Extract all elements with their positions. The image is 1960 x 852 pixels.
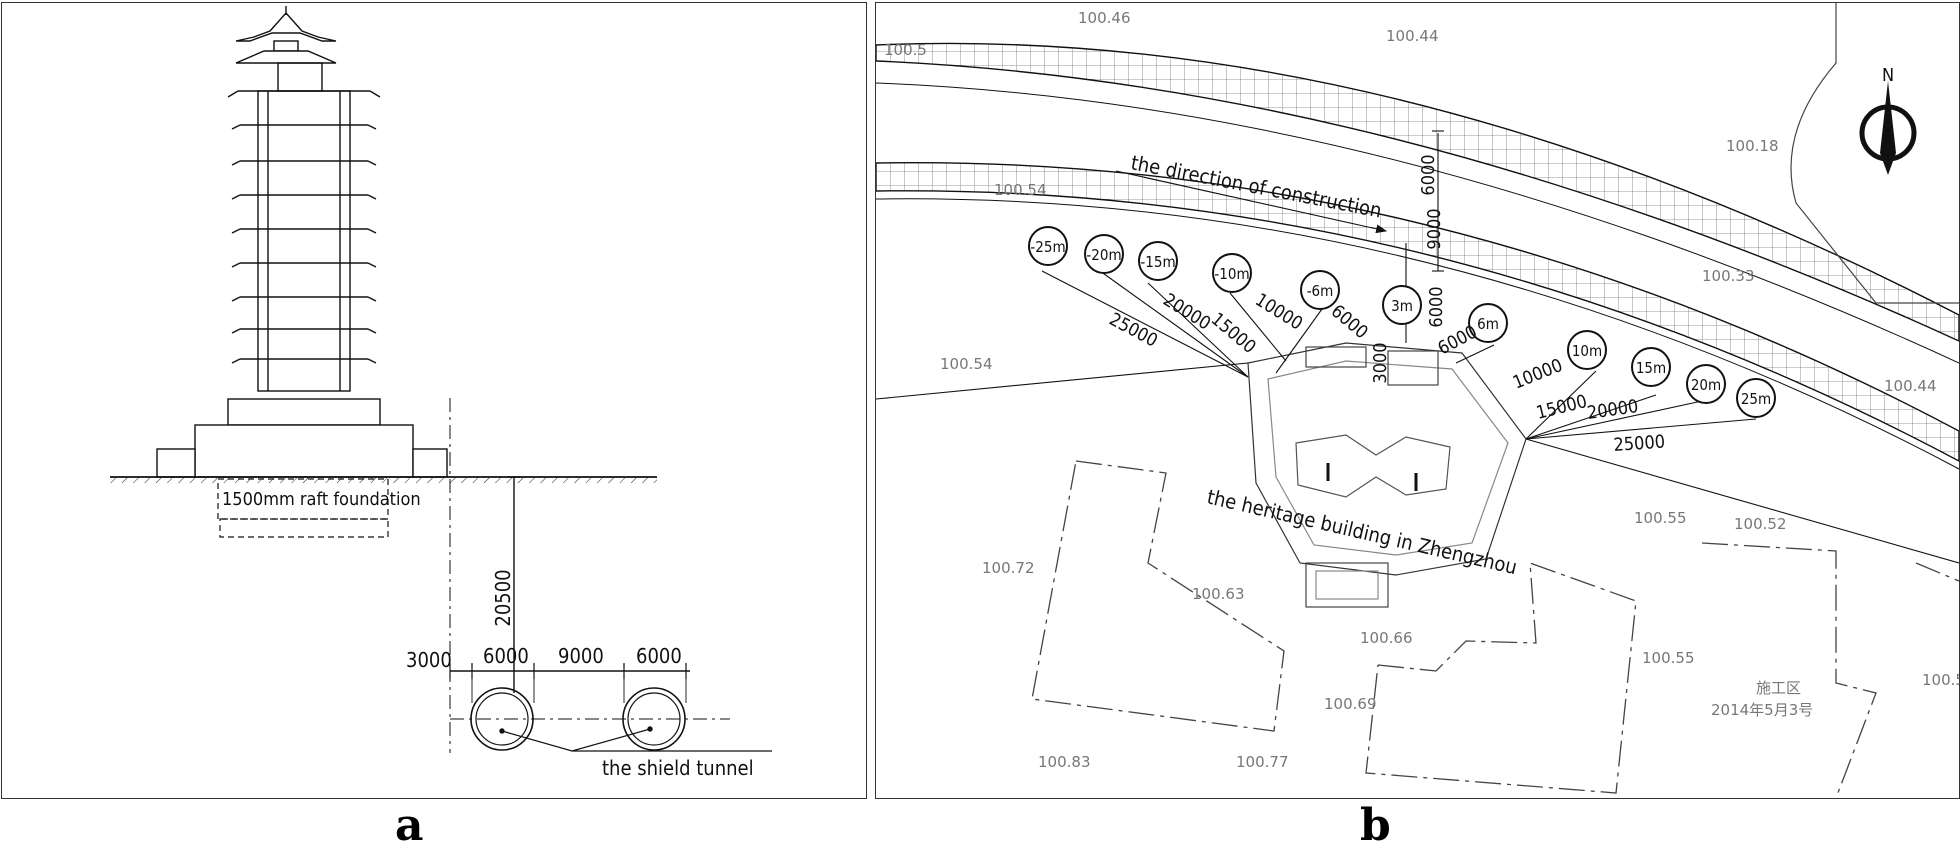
tunnel-gap-9000: 9000 xyxy=(1424,208,1445,249)
svg-text:100.83: 100.83 xyxy=(1038,753,1091,771)
panel-a-section-diagram: 1500mm raft foundation 20500 3000 6000 9… xyxy=(1,2,867,799)
left-distance-20000: 20000 xyxy=(1159,289,1214,334)
marker-minus-6m: -6m xyxy=(1300,270,1340,310)
spot-heights: 100.46 100.44 100.5 100.54 100.54 100.18… xyxy=(884,9,1959,771)
marker-25m: 25m xyxy=(1736,378,1776,418)
svg-text:100.69: 100.69 xyxy=(1324,695,1377,713)
svg-text:-25m: -25m xyxy=(1030,238,1065,256)
tunnel-gap-6000-top: 6000 xyxy=(1418,154,1439,195)
svg-text:-15m: -15m xyxy=(1140,253,1175,271)
north-label: N xyxy=(1882,65,1894,86)
dim-6000-right: 6000 xyxy=(636,644,682,668)
marker-6m: 6m xyxy=(1468,303,1508,343)
tunnel-gap-6000-low: 6000 xyxy=(1426,286,1447,327)
marker-15m: 15m xyxy=(1631,347,1671,387)
svg-text:-6m: -6m xyxy=(1307,282,1334,300)
heritage-building-label: the heritage building in Zhengzhou xyxy=(1205,484,1520,579)
panel-a-caption: a xyxy=(395,800,424,851)
panel-b-caption: b xyxy=(1360,800,1391,851)
section-drawing: 1500mm raft foundation 20500 3000 6000 9… xyxy=(110,6,772,780)
plan-drawing: -25m -20m -15m -10m -6m 3m 6m 10m 15m 20… xyxy=(876,3,1959,798)
pagoda-eaves xyxy=(227,90,381,364)
marker-minus-10m: -10m xyxy=(1212,253,1252,293)
svg-text:10m: 10m xyxy=(1572,342,1602,360)
pagoda xyxy=(110,6,772,753)
marker-20m: 20m xyxy=(1686,364,1726,404)
svg-text:100.33: 100.33 xyxy=(1702,267,1755,285)
tunnel-bands xyxy=(876,42,1959,470)
heritage-building xyxy=(1247,342,1527,608)
svg-text:100.52: 100.52 xyxy=(1734,515,1787,533)
svg-text:-20m: -20m xyxy=(1086,246,1121,264)
marker-minus-20m: -20m xyxy=(1084,234,1124,274)
north-arrow-icon: N xyxy=(1790,3,1959,304)
svg-text:100.44: 100.44 xyxy=(1884,377,1937,395)
svg-text:100.66: 100.66 xyxy=(1360,629,1413,647)
marker-minus-15m: -15m xyxy=(1138,241,1178,281)
svg-text:100.63: 100.63 xyxy=(1192,585,1245,603)
svg-text:100.55: 100.55 xyxy=(1642,649,1695,667)
marker-3m: 3m xyxy=(1382,285,1422,325)
svg-text:6m: 6m xyxy=(1477,315,1499,333)
right-distance-15000: 15000 xyxy=(1534,391,1589,424)
dim-6000-left: 6000 xyxy=(483,644,529,668)
svg-text:100.44: 100.44 xyxy=(1386,27,1439,45)
marker-minus-25m: -25m xyxy=(1028,226,1068,266)
site-date-label: 2014年5月3号 xyxy=(1711,701,1813,719)
surrounding-buildings xyxy=(1031,460,1959,798)
right-distance-10000: 10000 xyxy=(1510,355,1566,394)
svg-text:100.5: 100.5 xyxy=(1922,671,1959,689)
svg-text:100.77: 100.77 xyxy=(1236,753,1289,771)
left-distance-10000: 10000 xyxy=(1251,289,1306,334)
dim-3000: 3000 xyxy=(406,648,452,672)
panel-b-plan-diagram: -25m -20m -15m -10m -6m 3m 6m 10m 15m 20… xyxy=(875,2,1960,799)
depth-dimension: 20500 xyxy=(491,569,515,626)
svg-text:100.72: 100.72 xyxy=(982,559,1035,577)
svg-text:20m: 20m xyxy=(1691,376,1721,394)
left-distance-25000: 25000 xyxy=(1106,309,1161,352)
svg-text:100.18: 100.18 xyxy=(1726,137,1779,155)
svg-text:-10m: -10m xyxy=(1214,265,1249,283)
site-note-label: 施工区 xyxy=(1756,679,1801,697)
left-distance-15000: 15000 xyxy=(1207,309,1260,358)
svg-text:3m: 3m xyxy=(1391,297,1413,315)
svg-text:100.55: 100.55 xyxy=(1634,509,1687,527)
left-distance-6000: 6000 xyxy=(1327,301,1372,344)
marker-10m: 10m xyxy=(1567,330,1607,370)
distance-markers: -25m -20m -15m -10m -6m 3m 6m 10m 15m 20… xyxy=(1028,226,1776,418)
svg-text:100.5: 100.5 xyxy=(884,41,927,59)
shield-tunnels xyxy=(470,687,686,751)
right-distance-20000: 20000 xyxy=(1586,396,1640,424)
svg-text:25m: 25m xyxy=(1741,390,1771,408)
distance-lines xyxy=(876,130,1959,564)
svg-text:15m: 15m xyxy=(1636,359,1666,377)
right-distance-25000: 25000 xyxy=(1613,431,1666,456)
foundation-label: 1500mm raft foundation xyxy=(222,489,421,510)
svg-text:100.54: 100.54 xyxy=(994,181,1047,199)
building-offset-3000: 3000 xyxy=(1370,342,1391,383)
tunnel-label: the shield tunnel xyxy=(602,756,754,780)
svg-text:100.54: 100.54 xyxy=(940,355,993,373)
dim-9000: 9000 xyxy=(558,644,604,668)
svg-text:100.46: 100.46 xyxy=(1078,9,1131,27)
